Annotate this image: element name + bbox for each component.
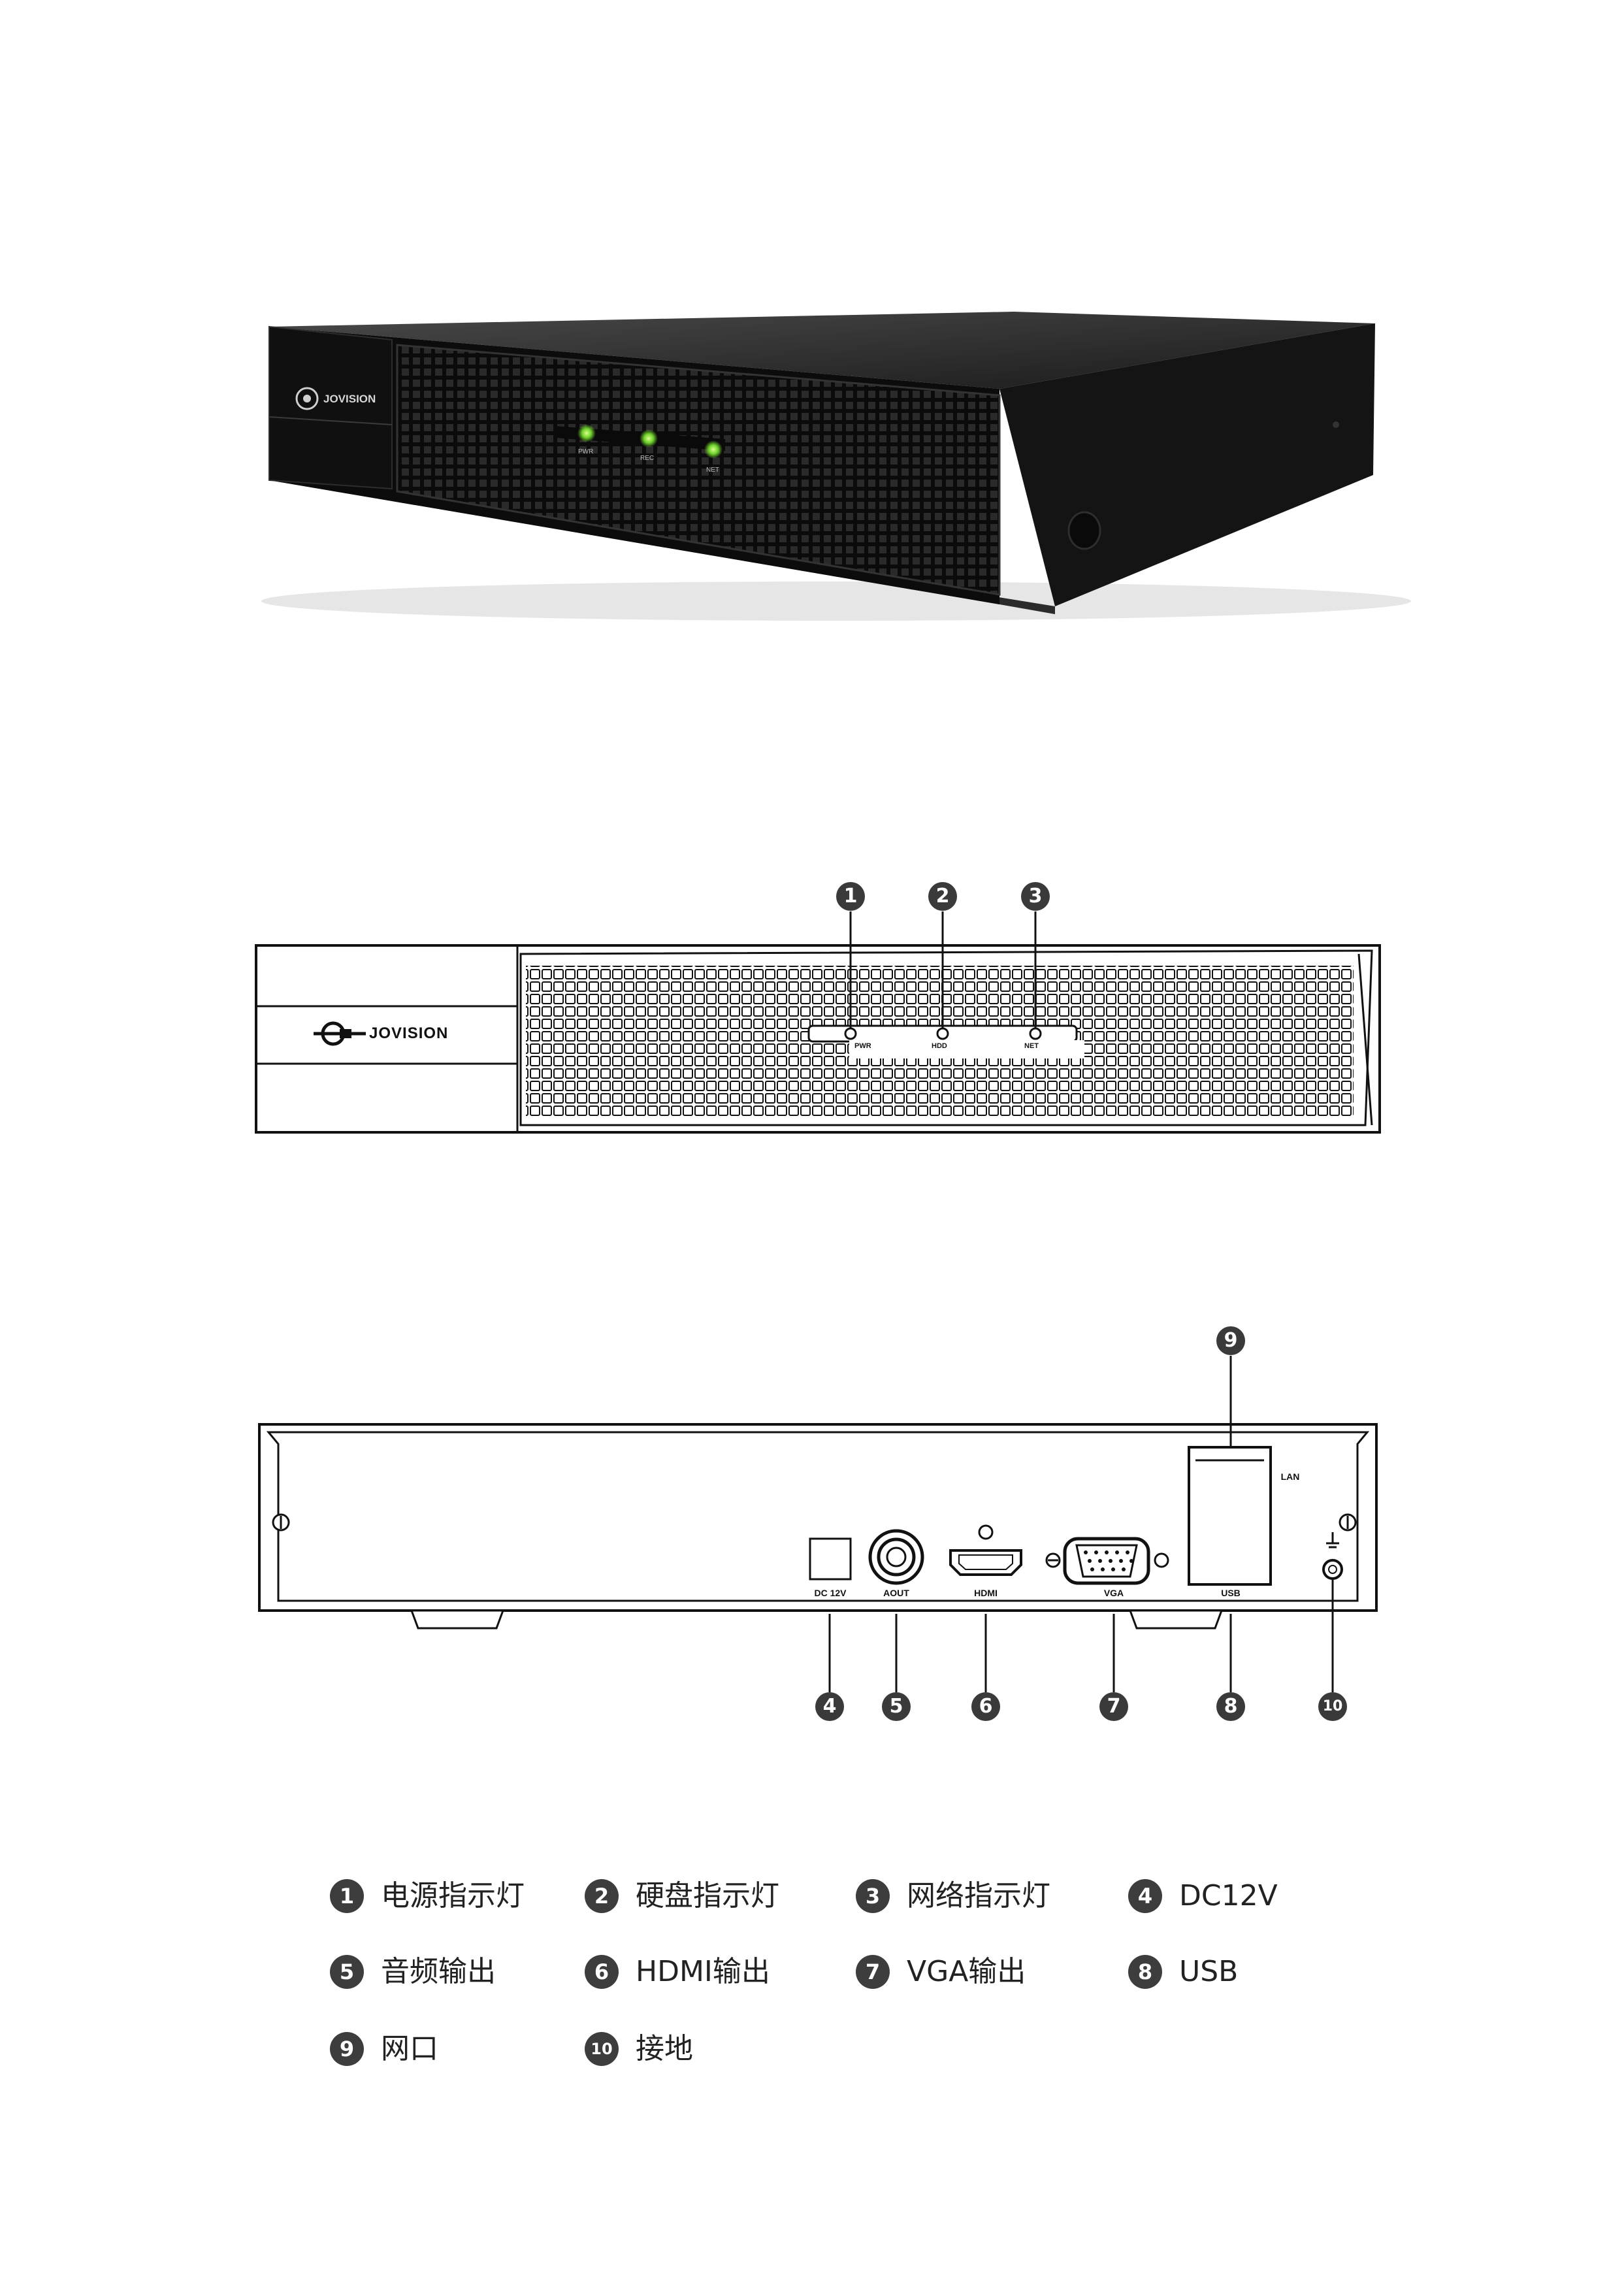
callout-5: 5 bbox=[882, 1692, 911, 1721]
front-indicator-pwr: PWR bbox=[854, 1042, 871, 1050]
legend-number: 4 bbox=[1128, 1879, 1162, 1913]
photo-brand-text: JOVISION bbox=[323, 393, 376, 405]
label-usb: USB bbox=[1221, 1588, 1241, 1598]
legend-text: USB bbox=[1179, 1955, 1239, 1988]
callout-6: 6 bbox=[971, 1692, 1000, 1721]
legend-number: 2 bbox=[585, 1879, 619, 1913]
callout-4: 4 bbox=[815, 1692, 844, 1721]
callout-9: 9 bbox=[1216, 1326, 1245, 1355]
legend-text: DC12V bbox=[1179, 1879, 1278, 1912]
label-aout: AOUT bbox=[883, 1588, 909, 1598]
label-dc12v: DC 12V bbox=[814, 1588, 847, 1598]
legend-number: 8 bbox=[1128, 1955, 1162, 1989]
callout-10: 10 bbox=[1318, 1692, 1347, 1721]
legend-number: 1 bbox=[330, 1879, 364, 1913]
legend-text: 接地 bbox=[636, 2032, 693, 2065]
legend-text: 电源指示灯 bbox=[381, 1879, 525, 1912]
callout-2: 2 bbox=[928, 882, 957, 911]
label-vga: VGA bbox=[1103, 1588, 1124, 1598]
photo-indicator-pwr: PWR bbox=[578, 448, 594, 455]
photo-indicator-net: NET bbox=[706, 467, 719, 474]
rear-panel-drawing bbox=[258, 1356, 1378, 1692]
callout-8: 8 bbox=[1216, 1692, 1245, 1721]
legend-text: VGA输出 bbox=[907, 1955, 1026, 1988]
callout-3: 3 bbox=[1021, 882, 1050, 911]
legend-number: 6 bbox=[585, 1955, 619, 1989]
legend-text: HDMI输出 bbox=[636, 1955, 770, 1988]
callout-1: 1 bbox=[836, 882, 865, 911]
legend-text: 网口 bbox=[381, 2032, 438, 2065]
legend-text: 网络指示灯 bbox=[907, 1879, 1050, 1912]
front-indicator-hdd: HDD bbox=[932, 1042, 947, 1050]
device-photo bbox=[261, 312, 1411, 621]
legend-text: 硬盘指示灯 bbox=[636, 1879, 779, 1912]
legend-number: 7 bbox=[856, 1955, 890, 1989]
front-brand-text: JOVISION bbox=[369, 1024, 449, 1042]
legend-number: 3 bbox=[856, 1879, 890, 1913]
legend-number: 5 bbox=[330, 1955, 364, 1989]
photo-indicator-rec: REC bbox=[640, 455, 655, 462]
label-hdmi: HDMI bbox=[974, 1588, 998, 1598]
front-indicator-net: NET bbox=[1024, 1042, 1039, 1050]
legend-number: 10 bbox=[585, 2032, 619, 2066]
legend-number: 9 bbox=[330, 2032, 364, 2066]
label-lan: LAN bbox=[1280, 1471, 1300, 1482]
front-panel-drawing bbox=[255, 911, 1381, 1134]
callout-7: 7 bbox=[1099, 1692, 1128, 1721]
legend-text: 音频输出 bbox=[381, 1955, 496, 1988]
